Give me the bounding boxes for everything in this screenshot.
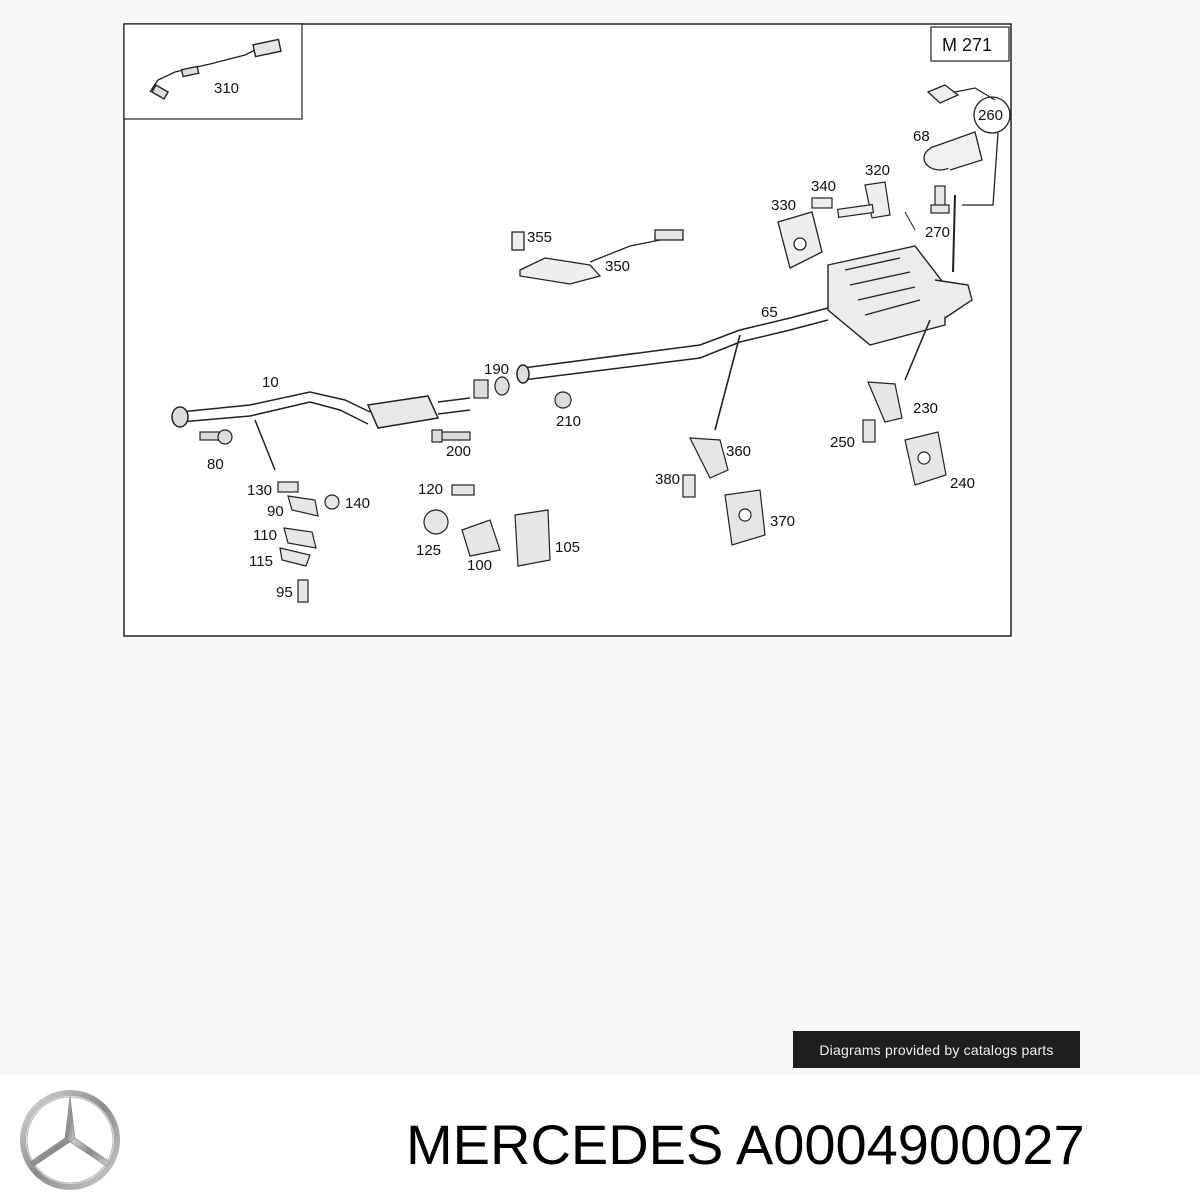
callout-230: 230	[913, 400, 938, 417]
rubber-mount-330	[777, 211, 823, 269]
bolt-80	[199, 429, 233, 445]
bolt-340	[811, 197, 875, 219]
engine-tag-box	[930, 26, 1010, 62]
callout-360: 360	[726, 443, 751, 460]
callout-210: 210	[556, 413, 581, 430]
callout-110: 110	[253, 527, 277, 544]
callout-260: 260	[978, 107, 1003, 124]
exhaust-parts-diagram: 310 M 271 260 68 270 320 340 330 355 350	[123, 23, 1012, 637]
callout-370: 370	[770, 513, 795, 530]
catalog-credit-banner: Diagrams provided by catalogs parts	[793, 1031, 1080, 1068]
rear-muffler	[827, 245, 973, 346]
mid-pipe-65	[516, 307, 829, 384]
bolt-270	[930, 185, 950, 214]
callout-260-circle	[973, 96, 1011, 134]
callout-310: 310	[214, 80, 239, 97]
bolt-200	[431, 429, 471, 443]
engine-tag: M 271	[942, 35, 992, 55]
callout-200: 200	[446, 443, 471, 460]
callout-270: 270	[925, 224, 950, 241]
callout-380: 380	[655, 471, 680, 488]
callout-320: 320	[865, 162, 890, 179]
callout-140: 140	[345, 495, 370, 512]
callout-350: 350	[605, 258, 630, 275]
part-number: A0004900027	[735, 1113, 1085, 1176]
sensor-350	[511, 229, 684, 285]
callout-105: 105	[555, 539, 580, 556]
exhaust-temp-sensor-310	[149, 38, 282, 100]
gasket-190	[473, 376, 510, 399]
callout-250: 250	[830, 434, 855, 451]
hanger-group-230	[862, 381, 947, 486]
callout-125: 125	[416, 542, 441, 559]
callout-65: 65	[761, 304, 778, 321]
callout-115: 115	[249, 553, 273, 570]
product-title: MERCEDES A0004900027	[406, 1110, 1196, 1180]
arrow-68-to-muffler	[952, 194, 956, 273]
callout-10: 10	[262, 374, 279, 391]
sensor-inset-box	[123, 23, 303, 120]
callout-130: 130	[247, 482, 272, 499]
callout-95: 95	[276, 584, 293, 601]
callout-120: 120	[418, 481, 443, 498]
tail-pipe-68	[923, 84, 999, 206]
callout-190: 190	[484, 361, 509, 378]
callout-100: 100	[467, 557, 492, 574]
bracket-group-front	[277, 481, 340, 603]
brand-name: MERCEDES	[406, 1113, 724, 1176]
front-pipe-10	[171, 391, 471, 429]
callout-340: 340	[811, 178, 836, 195]
callout-330: 330	[771, 197, 796, 214]
nut-210	[554, 391, 572, 409]
callout-68: 68	[913, 128, 930, 145]
callout-355: 355	[527, 229, 552, 246]
mount-group-mid	[423, 484, 551, 567]
hanger-group-360	[682, 437, 766, 546]
callout-80: 80	[207, 456, 224, 473]
mercedes-star-logo	[20, 1090, 120, 1190]
callout-240: 240	[950, 475, 975, 492]
callout-90: 90	[267, 503, 284, 520]
